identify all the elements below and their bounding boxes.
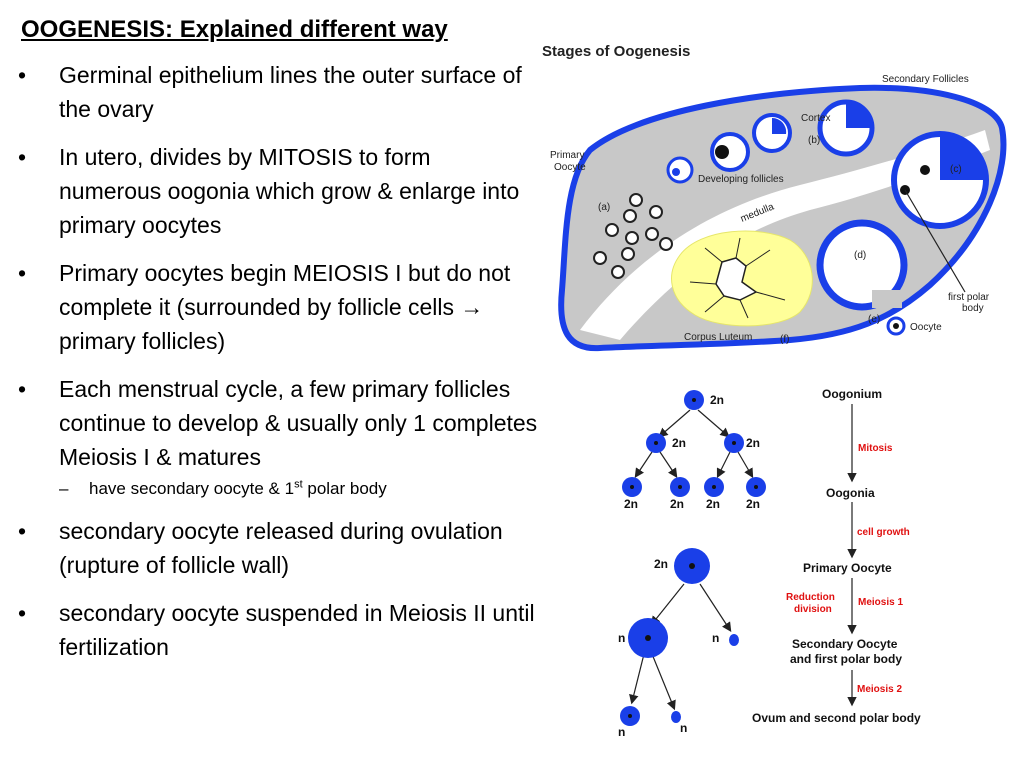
flow-step-first-polar-body: and first polar body (790, 652, 902, 666)
sub-bullet-list: have secondary oocyte & 1st polar body (59, 478, 538, 500)
ploidy-label: 2n (654, 557, 668, 571)
label-d: (d) (854, 250, 866, 261)
label-developing-follicles: Developing follicles (698, 174, 784, 185)
process-cell-growth: cell growth (857, 527, 910, 538)
process-meiosis-2: Meiosis 2 (857, 684, 902, 695)
label-c: (c) (950, 164, 962, 175)
process-division: division (794, 604, 832, 615)
ploidy-label: 2n (672, 436, 686, 450)
flow-step-primary-oocyte: Primary Oocyte (803, 561, 892, 575)
process-meiosis-1: Meiosis 1 (858, 597, 903, 608)
ploidy-label: n (712, 631, 719, 645)
label-primary: Primary (550, 150, 584, 161)
cell-2n (646, 433, 666, 453)
bullet-item: In utero, divides by MITOSIS to form num… (18, 140, 538, 242)
polar-body-pointer (904, 189, 966, 293)
slide-title: OOGENESIS: Explained different way (21, 16, 448, 43)
label-polar-body: body (962, 303, 984, 314)
label-first-polar: first polar (948, 292, 990, 303)
bullet-list: Germinal epithelium lines the outer surf… (18, 58, 538, 678)
bullet-item: Germinal epithelium lines the outer surf… (18, 58, 538, 126)
label-cortex: Cortex (801, 113, 830, 124)
mitosis-tree: 2n 2n 2n 2n 2n 2n 2n 2n n n n n (618, 390, 766, 739)
bullet-item: Primary oocytes begin MEIOSIS I but do n… (18, 256, 538, 358)
bullet-item: secondary oocyte released during ovulati… (18, 514, 538, 582)
cell-2n (622, 477, 642, 497)
label-secondary-follicles: Secondary Follicles (882, 74, 969, 85)
cell-2n (670, 477, 690, 497)
label-primary-oocyte: Oocyte (554, 162, 586, 173)
ploidy-label: 2n (624, 497, 638, 511)
ploidy-label: 2n (710, 393, 724, 407)
follicle-d (816, 219, 908, 311)
ploidy-label: 2n (746, 497, 760, 511)
label-e: (e) (868, 314, 880, 325)
ploidy-label: n (618, 631, 625, 645)
flow-step-secondary-oocyte: Secondary Oocyte (792, 637, 898, 651)
cell-2n (704, 477, 724, 497)
label-f: (f) (780, 334, 789, 345)
ovary-diagram-title: Stages of Oogenesis (542, 43, 690, 60)
ploidy-label: 2n (670, 497, 684, 511)
label-oocyte: Oocyte (910, 322, 942, 333)
follicle-c (891, 131, 989, 229)
ploidy-label: 2n (706, 497, 720, 511)
cell-2n (724, 433, 744, 453)
ploidy-label: 2n (746, 436, 760, 450)
follicle-cortex (817, 99, 875, 157)
oocyte-legend-icon (886, 316, 906, 336)
bullet-item: Each menstrual cycle, a few primary foll… (18, 372, 538, 500)
label-b: (b) (808, 135, 820, 146)
cell-2n (684, 390, 704, 410)
process-reduction: Reduction (786, 592, 835, 603)
flow-step-oogonia: Oogonia (826, 486, 875, 500)
developing-follicle (666, 156, 694, 184)
follicle-b (710, 113, 792, 172)
ploidy-label: n (680, 721, 687, 735)
flow-step-oogonium: Oogonium (822, 387, 882, 401)
label-a: (a) (598, 202, 610, 213)
ploidy-label: n (618, 725, 625, 739)
second-polar-body-cell (671, 711, 681, 723)
secondary-oocyte-cell (628, 618, 668, 658)
first-polar-body-cell (729, 634, 739, 646)
flow-step-ovum: Ovum and second polar body (752, 711, 921, 725)
ovary-diagram: Stages of Oogenesis (542, 43, 1007, 352)
primary-oocyte-cluster (593, 193, 673, 279)
oogenesis-flow: Oogonium Oogonia Primary Oocyte Secondar… (752, 387, 921, 725)
cell-2n (746, 477, 766, 497)
label-corpus-luteum: Corpus Luteum (684, 332, 752, 343)
ovum-cell (620, 706, 640, 726)
medulla-band (580, 130, 990, 340)
sub-bullet-item: have secondary oocyte & 1st polar body (59, 478, 538, 500)
right-arrow-icon: → (460, 294, 484, 320)
process-mitosis: Mitosis (858, 443, 893, 454)
bullet-item: secondary oocyte suspended in Meiosis II… (18, 596, 538, 664)
primary-oocyte-cell (674, 548, 710, 584)
corpus-luteum-branches (689, 237, 786, 319)
